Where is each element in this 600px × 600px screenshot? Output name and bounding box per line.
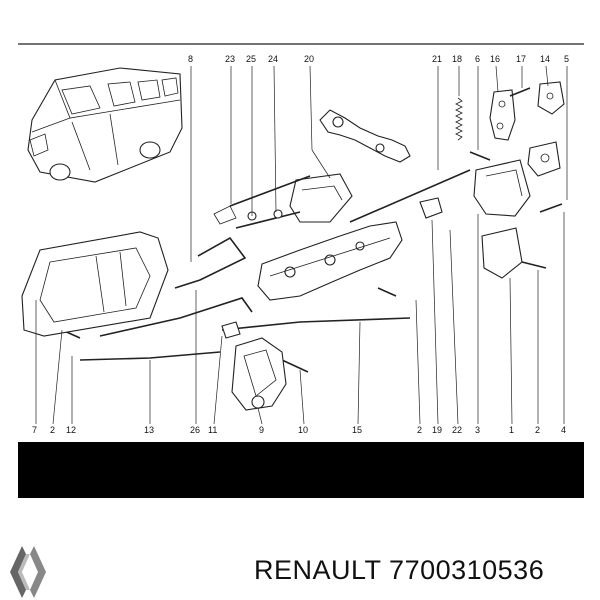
callout-22: 22: [452, 425, 462, 435]
callout-17: 17: [516, 54, 526, 64]
callout-9: 9: [259, 425, 264, 435]
callout-1: 1: [509, 425, 514, 435]
van-illustration: [27, 67, 183, 183]
callout-2-right: 2: [535, 425, 540, 435]
callout-24: 24: [268, 54, 278, 64]
callout-6: 6: [475, 54, 480, 64]
bottom-leader-lines: [35, 212, 565, 425]
spring: [455, 97, 463, 141]
callout-26: 26: [190, 425, 200, 435]
latch-linkage: [257, 197, 443, 301]
callout-10: 10: [298, 425, 308, 435]
callout-20: 20: [304, 54, 314, 64]
callout-8: 8: [188, 54, 193, 64]
callout-19: 19: [432, 425, 442, 435]
callout-12: 12: [66, 425, 76, 435]
door-handle: [231, 337, 287, 411]
part-number: 7700310536: [389, 555, 545, 585]
callout-21: 21: [432, 54, 442, 64]
callout-11: 11: [208, 425, 217, 435]
callout-13: 13: [144, 425, 154, 435]
crank-assembly: [319, 109, 411, 163]
callout-15: 15: [352, 425, 362, 435]
callout-14: 14: [540, 54, 550, 64]
renault-diamond-logo-icon: [10, 546, 46, 598]
callout-5: 5: [564, 54, 569, 64]
callout-16: 16: [490, 54, 500, 64]
callout-25: 25: [246, 54, 256, 64]
callout-2-left: 2: [50, 425, 55, 435]
callout-4: 4: [561, 425, 566, 435]
callout-23: 23: [225, 54, 235, 64]
hinge-brackets: [489, 81, 565, 177]
callout-18: 18: [452, 54, 462, 64]
black-banner: [18, 442, 584, 498]
interior-handle: [21, 231, 169, 337]
callout-2-mid: 2: [417, 425, 422, 435]
callout-3: 3: [475, 425, 480, 435]
top-leader-lines: [190, 65, 568, 262]
callout-7: 7: [32, 425, 37, 435]
control-rods: [79, 169, 471, 361]
brand-name: RENAULT: [254, 555, 382, 585]
lock-mechanism: [289, 159, 531, 279]
brand-part-number: RENAULT 7700310536: [254, 555, 544, 586]
